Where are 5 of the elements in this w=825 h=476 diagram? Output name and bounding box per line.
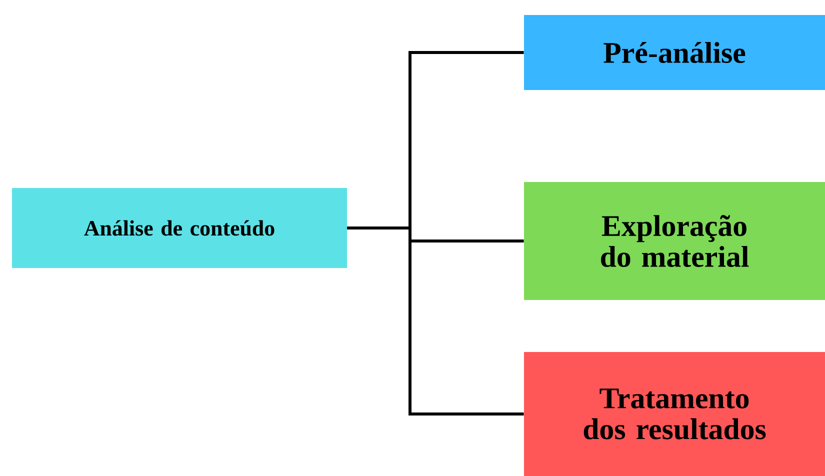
process-box: Exploração do material	[524, 182, 825, 300]
process-box: Análise de conteúdo	[12, 188, 347, 268]
connector-line	[347, 226, 524, 416]
process-box: Pré-análise	[524, 15, 825, 90]
process-box: Tratamento dos resultados	[524, 352, 825, 476]
